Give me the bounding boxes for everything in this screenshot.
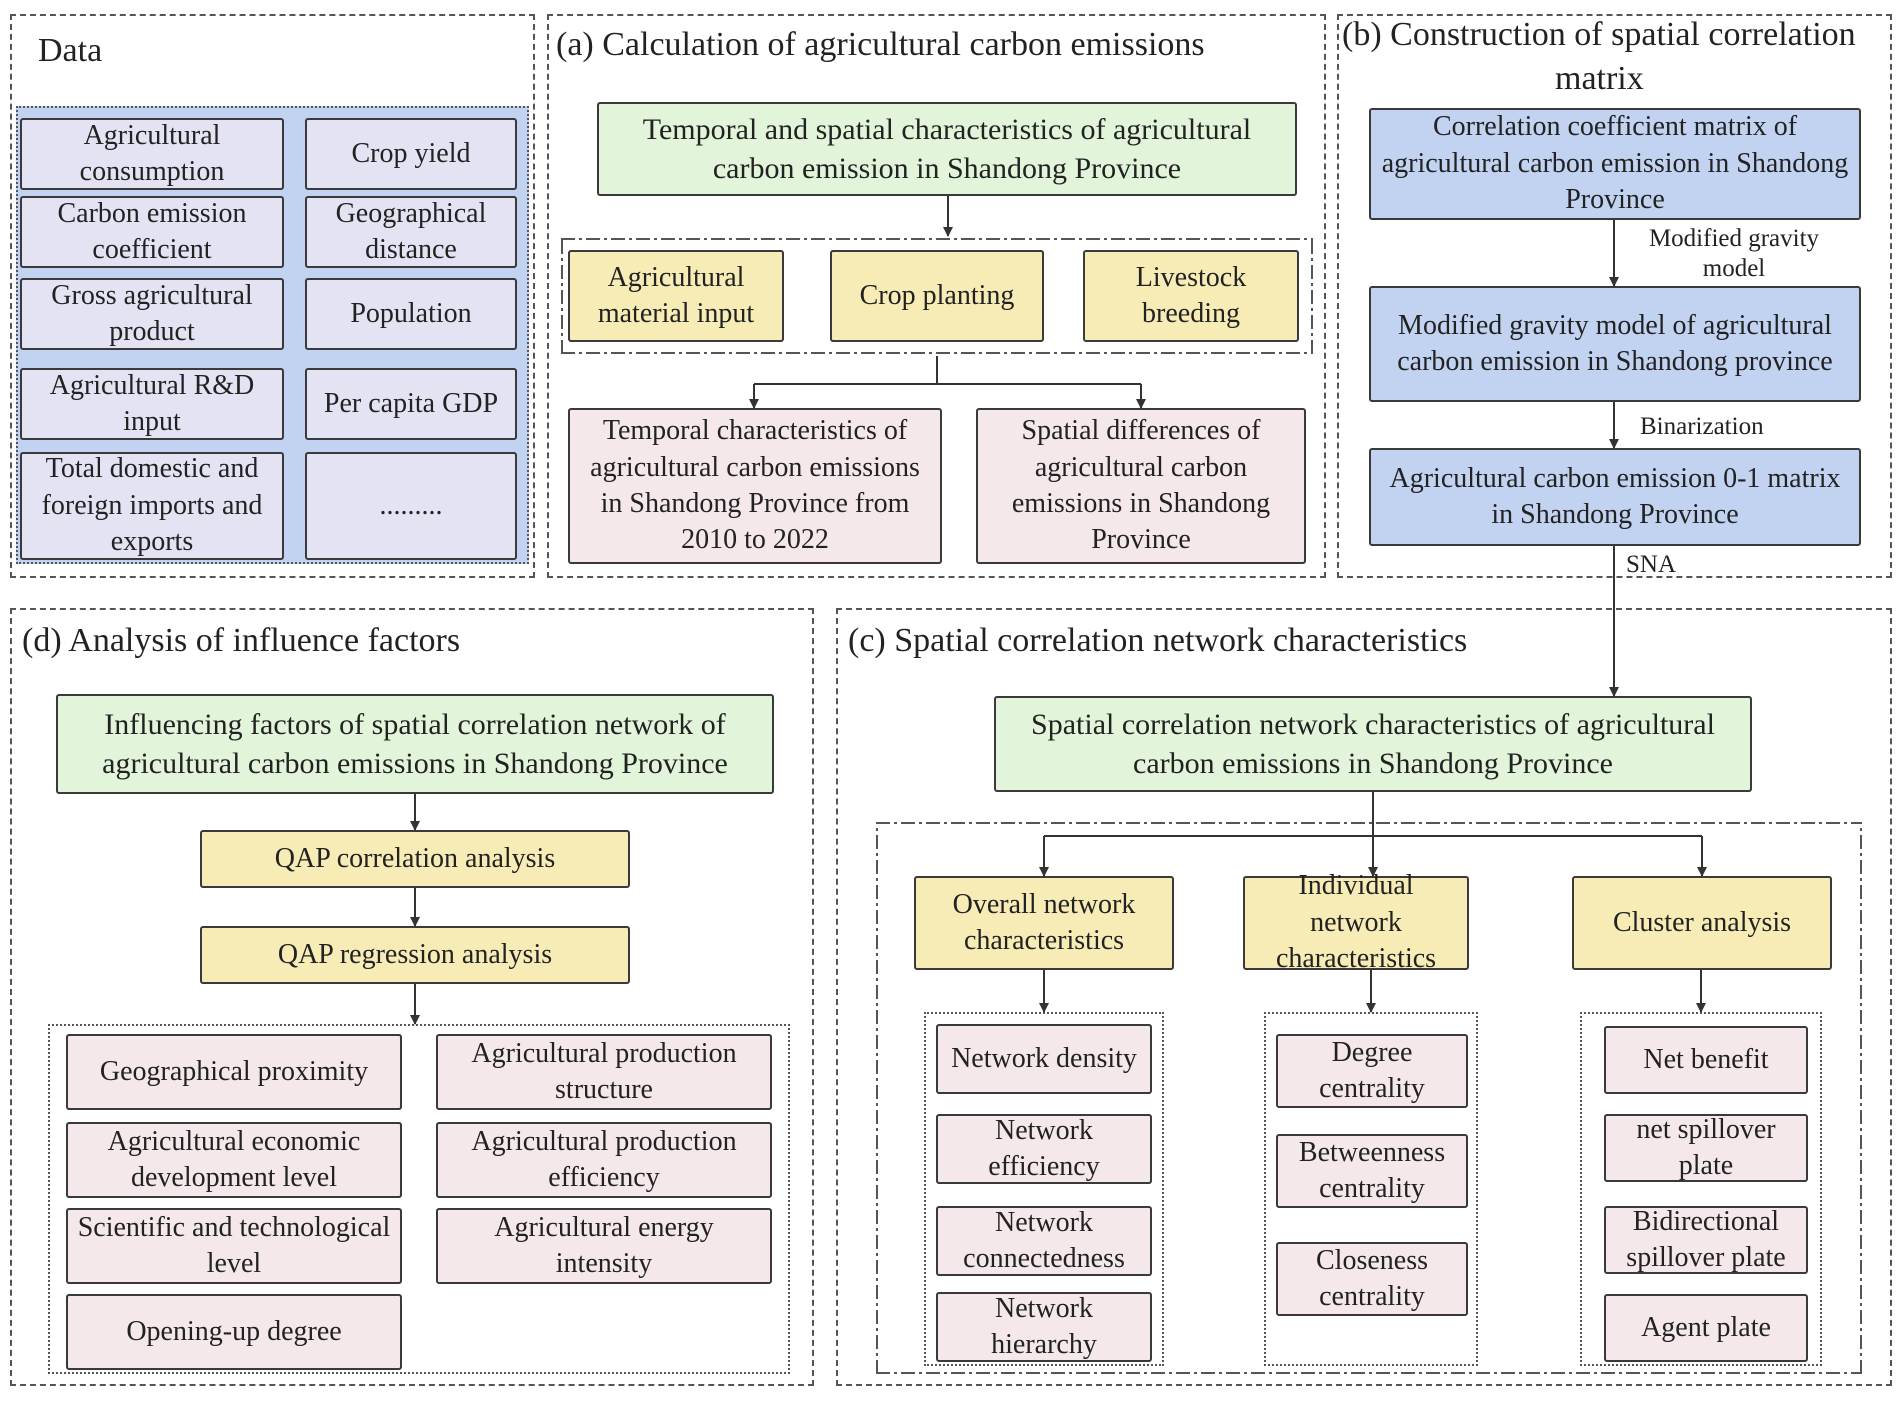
panel-d-factor: Agricultural production efficiency [436,1122,772,1198]
panel-b-box: Correlation coefficient matrix of agricu… [1369,108,1861,220]
panel-c-item: Network efficiency [936,1114,1152,1184]
panel-d-factor: Agricultural economic development level [66,1122,402,1198]
panel-c-item: Degree centrality [1276,1034,1468,1108]
panel-b-title-line1: (b) Construction of spatial correlation [1342,16,1856,53]
data-item: Gross agricultural product [20,278,284,350]
panel-c-item: net spillover plate [1604,1114,1808,1182]
panel-c-item: Net benefit [1604,1026,1808,1094]
panel-b-arrow-label: Binarization [1640,413,1764,440]
panel-c-item: Agent plate [1604,1294,1808,1362]
panel-c-title: (c) Spatial correlation network characte… [848,622,1468,659]
panel-c-top-box: Spatial correlation network characterist… [994,696,1752,792]
panel-c-item: Bidirectional spillover plate [1604,1206,1808,1274]
data-item: Population [305,278,517,350]
panel-a-input: Agricultural material input [568,250,784,342]
panel-b-box: Agricultural carbon emission 0-1 matrix … [1369,448,1861,546]
data-item: Total domestic and foreign imports and e… [20,452,284,560]
panel-a-title: (a) Calculation of agricultural carbon e… [556,26,1205,63]
panel-b-box: Modified gravity model of agricultural c… [1369,286,1861,402]
panel-d-factor: Opening-up degree [66,1294,402,1370]
panel-d-factor: Geographical proximity [66,1034,402,1110]
data-item: Agricultural R&D input [20,368,284,440]
data-item: Geographical distance [305,196,517,268]
data-item: Carbon emission coefficient [20,196,284,268]
panel-d-factors-group [48,1024,790,1374]
panel-c [836,608,1892,1386]
panel-c-column-head: Individual network characteristics [1243,870,1469,974]
panel-c-item: Network connectedness [936,1206,1152,1276]
data-panel [10,14,535,578]
panel-d [10,608,814,1386]
data-item: ......... [305,452,517,560]
data-item: Agricultural consumption [20,118,284,190]
panel-c-item: Betweenness centrality [1276,1134,1468,1208]
panel-d-factor: Scientific and technological level [66,1208,402,1284]
panel-c-item: Closeness centrality [1276,1242,1468,1316]
panel-d-factor: Agricultural production structure [436,1034,772,1110]
panel-a-input: Crop planting [830,250,1044,342]
data-panel-title: Data [38,32,103,69]
panel-d-top-box: Influencing factors of spatial correlati… [56,694,774,794]
panel-c-item: Network density [936,1024,1152,1094]
panel-b-title-line2: matrix [1555,60,1644,97]
panel-a-output: Spatial differences of agricultural carb… [976,408,1306,564]
panel-d-step: QAP regression analysis [200,926,630,984]
sna-label: SNA [1626,551,1677,578]
panel-c-column-head: Overall network characteristics [914,876,1174,970]
data-item: Per capita GDP [305,368,517,440]
panel-a-top-box: Temporal and spatial characteristics of … [597,102,1297,196]
panel-c-column-group [1580,1012,1822,1366]
panel-a [547,14,1326,578]
panel-c-column-group [924,1012,1164,1366]
panel-c-item: Network hierarchy [936,1292,1152,1362]
panel-c-column-head: Cluster analysis [1572,876,1832,970]
panel-a-output: Temporal characteristics of agricultural… [568,408,942,564]
panel-b-arrow-label: Modified gravity model [1648,225,1820,282]
panel-d-title: (d) Analysis of influence factors [22,622,461,659]
data-item: Crop yield [305,118,517,190]
panel-c-column-group [1264,1012,1478,1366]
panel-d-step: QAP correlation analysis [200,830,630,888]
panel-d-factor: Agricultural energy intensity [436,1208,772,1284]
panel-a-input: Livestock breeding [1083,250,1299,342]
